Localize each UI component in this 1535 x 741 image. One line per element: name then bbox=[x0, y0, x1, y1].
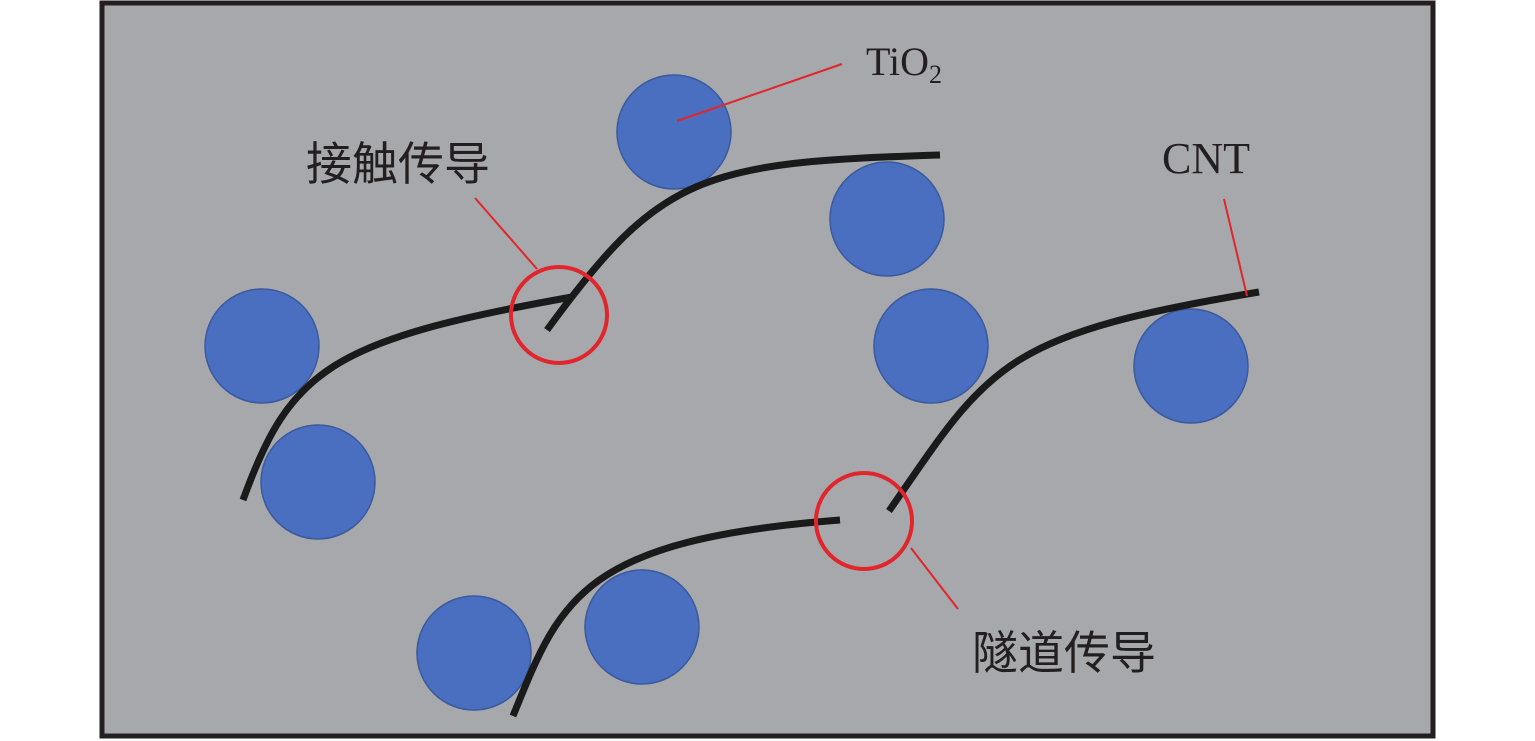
cnt-tube bbox=[239, 293, 573, 502]
tio2-label-main: TiO bbox=[866, 39, 930, 84]
tio2-particle bbox=[829, 161, 945, 277]
tio2-particles bbox=[204, 74, 1249, 711]
cnt-label: CNT bbox=[1162, 134, 1250, 183]
tunneling-junction-circle bbox=[814, 471, 914, 571]
tio2-particle bbox=[1133, 308, 1249, 424]
tio2-particle bbox=[616, 74, 732, 190]
cnt-tube bbox=[544, 151, 941, 333]
cnt-tube bbox=[886, 288, 1260, 513]
tio2-particle bbox=[584, 569, 700, 685]
tunneling-conduction-label: 隧道传导 bbox=[972, 626, 1156, 680]
leader-line-tunnel bbox=[910, 547, 959, 610]
tio2-particle bbox=[260, 424, 376, 540]
carbon-nanotubes bbox=[239, 151, 1260, 718]
leader-line-contact bbox=[474, 197, 538, 270]
tio2-particle bbox=[204, 288, 320, 404]
contact-junction-circle bbox=[509, 265, 609, 365]
tio2-particle bbox=[873, 288, 989, 404]
cnt-tube bbox=[509, 516, 841, 718]
tio2-label: TiO2 bbox=[866, 42, 942, 88]
tio2-particle bbox=[416, 595, 532, 711]
contact-conduction-label: 接触传导 bbox=[306, 137, 490, 191]
tio2-label-subscript: 2 bbox=[929, 60, 943, 89]
leader-line-cnt bbox=[1223, 198, 1248, 297]
leader-lines bbox=[474, 63, 1248, 610]
leader-line-tio2 bbox=[676, 63, 843, 122]
